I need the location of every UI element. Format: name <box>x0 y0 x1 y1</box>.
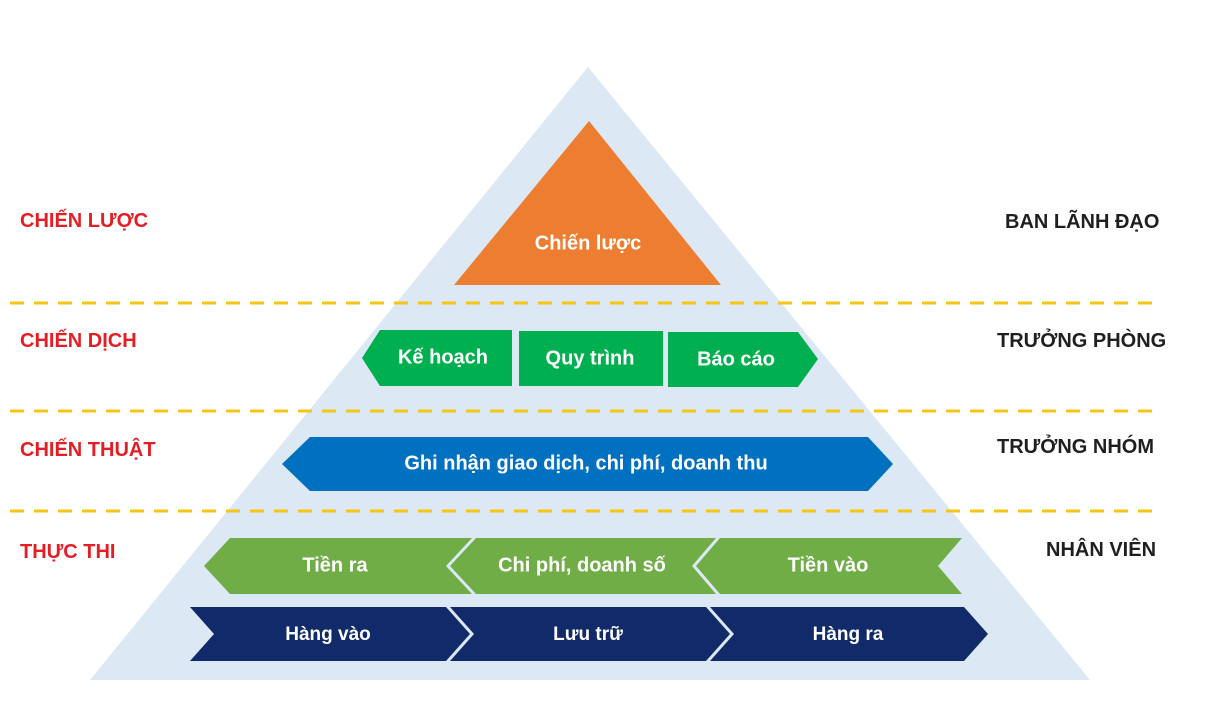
role-label-department-head: TRƯỞNG PHÒNG <box>997 330 1167 352</box>
execution-bottom-box-1 <box>190 607 470 661</box>
execution-top-text-1: Tiền ra <box>302 554 368 577</box>
campaign-box-report <box>668 332 818 387</box>
execution-top-text-3: Tiền vào <box>787 554 869 577</box>
execution-bottom-text-3: Hàng ra <box>812 624 884 645</box>
level-label-campaign: CHIẾN DỊCH <box>20 330 137 352</box>
level-label-tactics: CHIẾN THUẬT <box>20 439 156 461</box>
execution-top-box-3 <box>696 538 962 594</box>
tactics-banner <box>282 437 893 491</box>
tactics-text: Ghi nhận giao dịch, chi phí, doanh thu <box>404 452 768 475</box>
role-label-staff: NHÂN VIÊN <box>1046 539 1157 561</box>
campaign-process-text: Quy trình <box>545 347 635 370</box>
execution-bottom-text-1: Hàng vào <box>285 624 371 645</box>
level-label-strategy: CHIẾN LƯỢC <box>20 210 149 232</box>
execution-bottom-text-2: Lưu trữ <box>553 624 623 645</box>
role-label-leadership: BAN LÃNH ĐẠO <box>1005 211 1160 233</box>
campaign-plan-text: Kế hoạch <box>397 346 489 369</box>
strategy-triangle <box>454 121 721 285</box>
execution-top-text-2: Chi phí, doanh số <box>498 554 666 577</box>
execution-top-box-2 <box>450 538 716 594</box>
execution-bottom-box-3 <box>710 607 988 661</box>
role-label-team-lead: TRƯỞNG NHÓM <box>997 436 1154 458</box>
campaign-report-text: Báo cáo <box>697 348 775 371</box>
campaign-box-plan <box>362 330 512 386</box>
execution-bottom-box-2 <box>450 607 730 661</box>
execution-top-box-1 <box>204 538 472 594</box>
level-label-execution: THỰC THI <box>20 541 116 563</box>
strategy-text: Chiến lược <box>534 232 642 255</box>
campaign-box-process <box>519 331 663 386</box>
